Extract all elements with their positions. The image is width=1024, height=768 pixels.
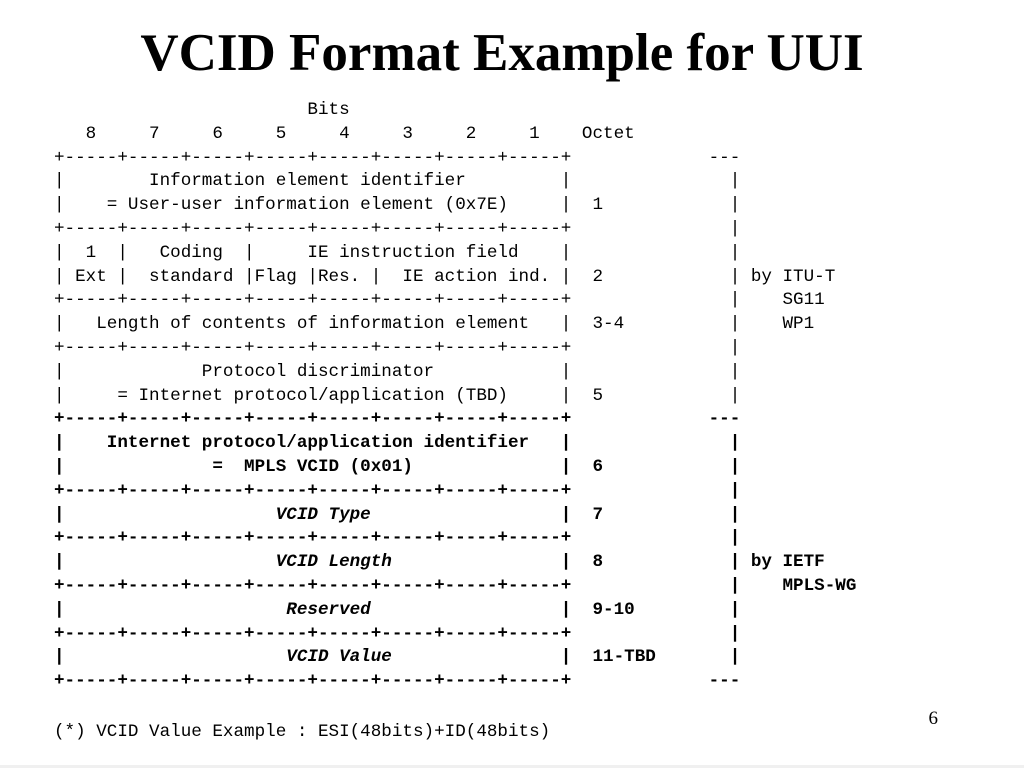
figure-line: +-----+-----+-----+-----+-----+-----+---… (54, 671, 741, 692)
field-name: VCID Length (275, 552, 392, 573)
figure-line: +-----+-----+-----+-----+-----+-----+---… (54, 528, 741, 549)
figure-line: | Length of contents of information elem… (54, 314, 815, 335)
figure-line: 8 7 6 5 4 3 2 1 Octet (54, 123, 635, 144)
figure-line: +-----+-----+-----+-----+-----+-----+---… (54, 623, 741, 644)
figure-line: | Protocol discriminator | | (54, 361, 741, 382)
figure-line: | Reserved | 9-10 | (54, 599, 856, 623)
figure-line-text: | 11-TBD | (391, 647, 741, 668)
figure-line: | = Internet protocol/application (TBD) … (54, 385, 741, 406)
figure-line-text: | 9-10 | (370, 599, 741, 620)
figure-line: +-----+-----+-----+-----+-----+-----+---… (54, 147, 741, 168)
figure-line-text: | (54, 599, 287, 620)
figure-line-text: | (54, 647, 287, 668)
figure-line: | Internet protocol/application identifi… (54, 433, 741, 454)
vcid-format-figure: Bits 8 7 6 5 4 3 2 1 Octet +-----+-----+-… (54, 99, 856, 694)
figure-line-text: | (54, 552, 276, 573)
figure-line: | VCID Length | 8 | by IETF (54, 551, 856, 575)
figure-line-text: | 7 | (370, 504, 741, 525)
figure-line: +-----+-----+-----+-----+-----+-----+---… (54, 575, 857, 596)
page-number: 6 (928, 708, 939, 729)
figure-line: | 1 | Coding | IE instruction field | | (54, 242, 741, 263)
figure-line: | = MPLS VCID (0x01) | 6 | (54, 456, 741, 477)
figure-line-text: | (54, 504, 276, 525)
slide-title: VCID Format Example for UUI (140, 24, 864, 82)
figure-line: +-----+-----+-----+-----+-----+-----+---… (54, 480, 741, 501)
footnote: (*) VCID Value Example : ESI(48bits)+ID(… (54, 722, 551, 742)
field-name: VCID Type (275, 504, 371, 525)
figure-line: Bits (54, 100, 350, 120)
field-name: VCID Value (286, 647, 392, 668)
figure-line: | Information element identifier | | (54, 171, 741, 192)
figure-line: | VCID Type | 7 | (54, 504, 856, 528)
field-name: Reserved (286, 599, 371, 620)
figure-line: | VCID Value | 11-TBD | (54, 646, 856, 670)
figure-line: +-----+-----+-----+-----+-----+-----+---… (54, 409, 741, 430)
figure-line-text: | 8 | by IETF (391, 552, 825, 573)
figure-line: +-----+-----+-----+-----+-----+-----+---… (54, 337, 741, 358)
figure-line: | Ext | standard |Flag |Res. | IE action… (54, 266, 836, 287)
figure-line: +-----+-----+-----+-----+-----+-----+---… (54, 290, 825, 311)
bottom-divider (0, 765, 1024, 768)
figure-line: | = User-user information element (0x7E)… (54, 195, 741, 216)
figure-line: +-----+-----+-----+-----+-----+-----+---… (54, 218, 741, 239)
